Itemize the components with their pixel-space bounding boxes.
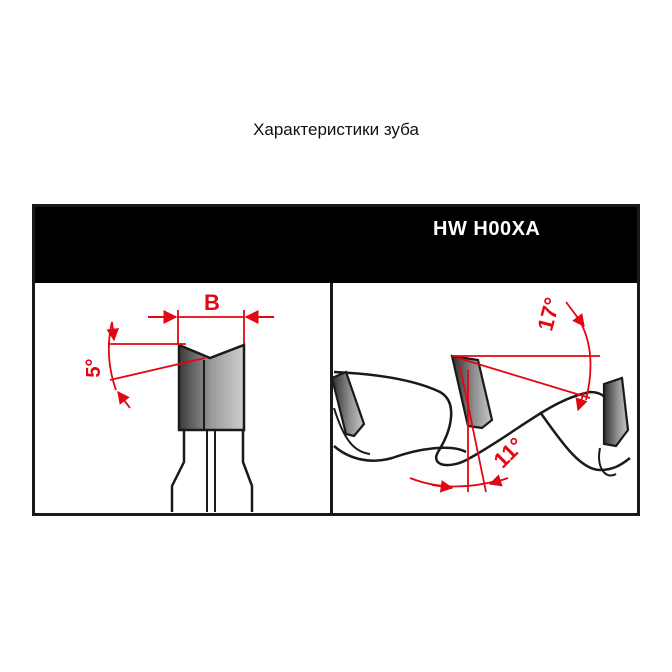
gullet-left [333, 407, 371, 455]
page-title: Характеристики зуба [253, 120, 419, 139]
diagram-frame: HW H00XA [32, 204, 640, 516]
panel-divider [330, 283, 333, 513]
blade-outline-upper [333, 370, 612, 467]
hook-angle-line [459, 365, 487, 493]
bevel-arrow-bottom [117, 390, 131, 409]
model-code: HW H00XA [433, 218, 541, 240]
clearance-arrow-bottom [575, 391, 588, 412]
hook-arrow-right [488, 474, 509, 487]
hook-arc [409, 477, 501, 488]
carbide-tip-left [330, 370, 366, 438]
blade-outline-lower [333, 411, 631, 472]
hook-arrow-left [431, 480, 454, 493]
clearance-arrow-top [565, 301, 585, 328]
carbide-tip-front [177, 343, 246, 432]
clearance-angle-label: 17° [532, 295, 565, 334]
saw-body-center [206, 430, 216, 512]
gullet-right [598, 447, 617, 477]
saw-body-left [170, 430, 254, 512]
right-panel-drawing: 17° 11° [330, 295, 631, 493]
hook-angle-label: 11° [489, 433, 529, 473]
clearance-arc [577, 317, 592, 401]
bevel-angle-line [109, 357, 206, 381]
width-label: B [204, 290, 220, 315]
left-panel-drawing: B 5° [83, 290, 274, 512]
carbide-tip-right [602, 376, 630, 448]
header-band: HW H00XA [35, 207, 637, 283]
bevel-arrow-top [106, 321, 120, 342]
bevel-angle-label: 5° [83, 358, 105, 377]
clearance-angle-line [457, 357, 591, 399]
